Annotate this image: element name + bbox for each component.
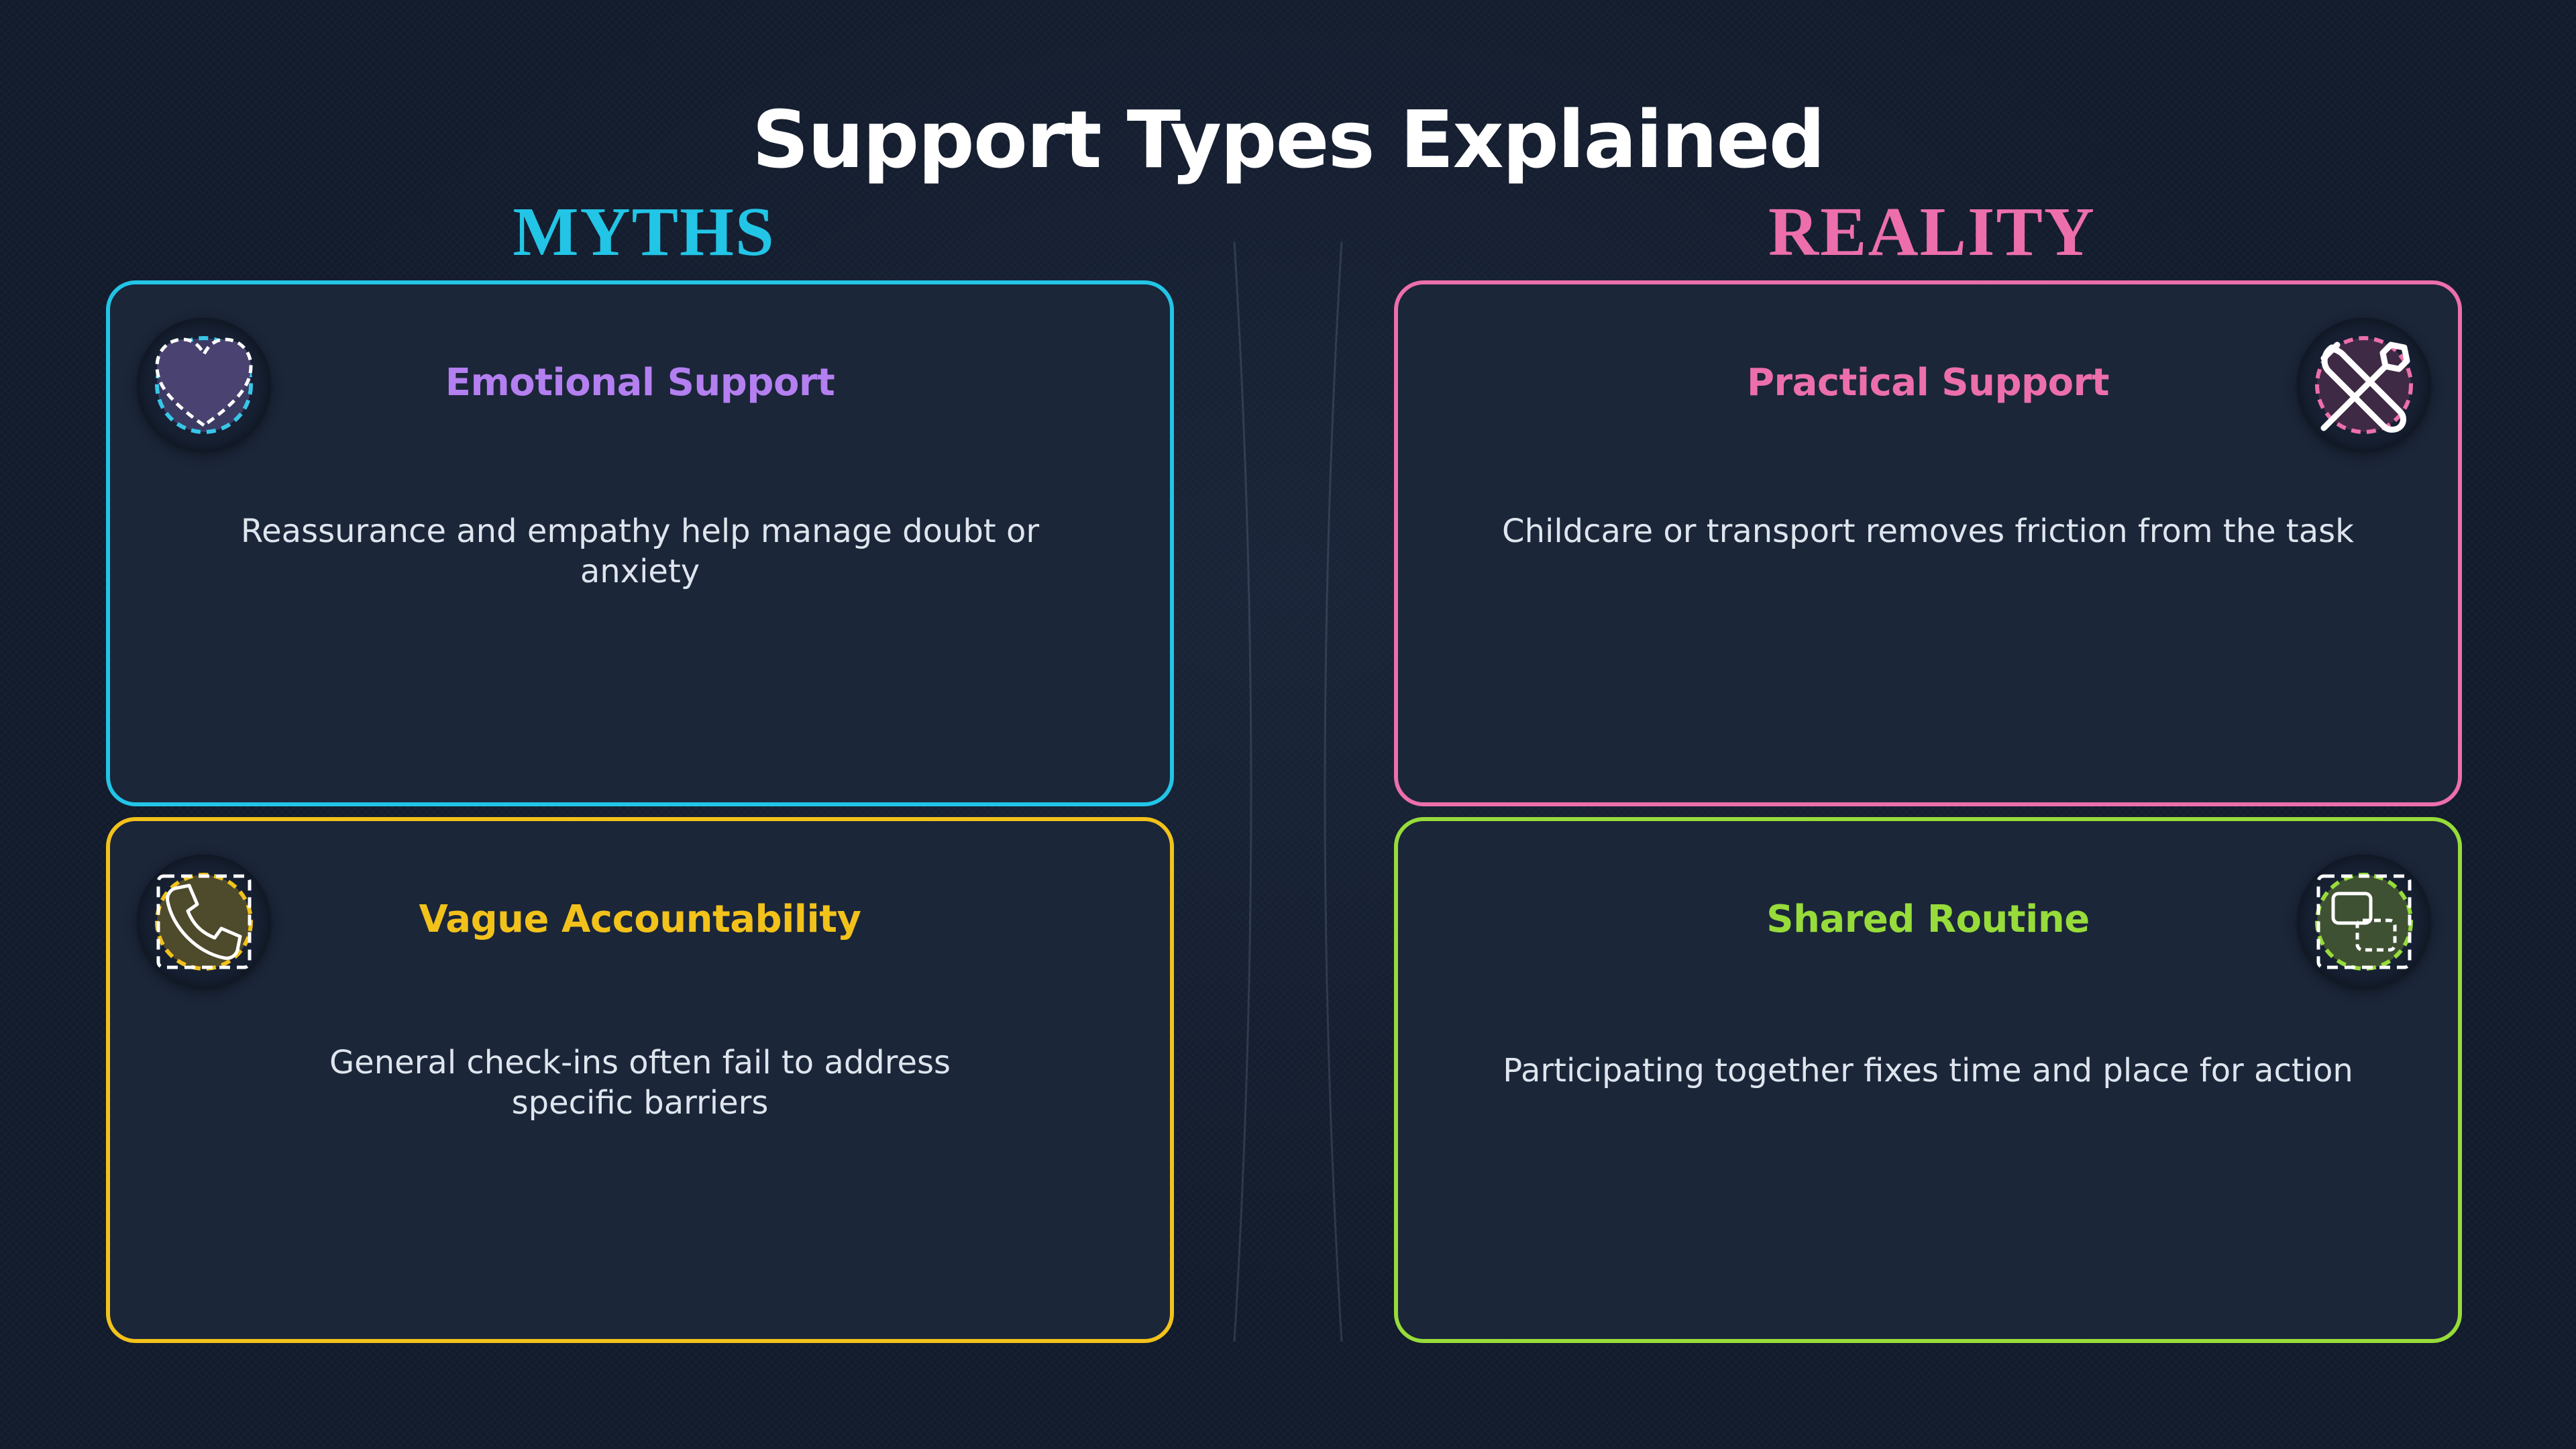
- heart-icon-badge: [137, 318, 271, 452]
- card-emotional-support: Emotional Support Reassurance and empath…: [106, 280, 1174, 806]
- card-title: Practical Support: [1746, 361, 2110, 405]
- page-title: Support Types Explained: [751, 93, 1825, 186]
- card-description: Participating together fixes time and pl…: [1503, 1052, 2353, 1089]
- card-shared-routine: Shared Routine Participating together fi…: [1394, 817, 2462, 1343]
- phone-icon: [155, 873, 253, 971]
- card-vague-accountability: Vague Accountability General check-ins o…: [106, 817, 1174, 1343]
- card-title: Vague Accountability: [419, 898, 861, 941]
- tools-icon-badge: [2297, 318, 2431, 452]
- myths-heading: MYTHS: [513, 193, 775, 270]
- phone-icon-badge: [137, 855, 271, 989]
- card-description: Childcare or transport removes friction …: [1502, 513, 2354, 550]
- heart-icon: [155, 336, 253, 434]
- reality-heading: REALITY: [1768, 193, 2096, 270]
- tools-icon: [2315, 336, 2413, 434]
- overlap-squares-icon: [2315, 873, 2413, 971]
- card-practical-support: Practical Support Childcare or transport…: [1394, 280, 2462, 806]
- overlap-squares-icon-badge: [2297, 855, 2431, 989]
- card-title: Shared Routine: [1766, 898, 2090, 941]
- center-divider: [1233, 241, 1343, 1342]
- card-description: Reassurance and empathy help manage doub…: [240, 513, 1040, 590]
- card-description: General check-ins often fail to address …: [329, 1044, 951, 1122]
- card-title: Emotional Support: [445, 361, 835, 405]
